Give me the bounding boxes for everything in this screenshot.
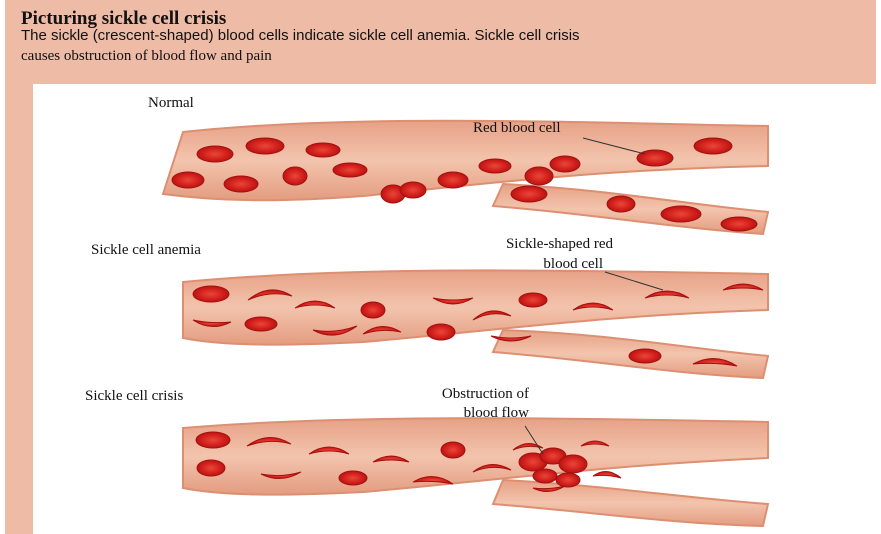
callout-anemia-line-2: blood cell [463, 255, 603, 273]
red-blood-cell [525, 167, 553, 185]
sickle-cell [593, 471, 621, 478]
crisis-vessel [183, 418, 768, 526]
crisis-vessel-branch [493, 480, 768, 526]
red-blood-cell [441, 442, 465, 458]
panel-label-anemia: Sickle cell anemia [91, 241, 201, 259]
red-blood-cell [245, 317, 277, 331]
clot-cell [559, 455, 587, 473]
callout-normal-line-1: Red blood cell [473, 119, 560, 137]
red-blood-cell [333, 163, 367, 177]
red-blood-cell [438, 172, 468, 188]
red-blood-cell [339, 471, 367, 485]
red-blood-cell [637, 150, 673, 166]
red-blood-cell [694, 138, 732, 154]
red-blood-cell [172, 172, 204, 188]
red-blood-cell [400, 182, 426, 198]
red-blood-cell [246, 138, 284, 154]
illustration-panel: Normal Sickle cell anemia Sickle cell cr… [33, 84, 876, 534]
red-blood-cell [193, 286, 229, 302]
crisis-vessel-main [183, 418, 768, 494]
blood-vessel-illustration [33, 84, 876, 534]
figure-description-line-1: The sickle (crescent-shaped) blood cells… [21, 26, 861, 46]
red-blood-cell [479, 159, 511, 173]
red-blood-cell [661, 206, 701, 222]
figure-frame: Picturing sickle cell crisis The sickle … [5, 0, 876, 534]
clot-cell [556, 473, 580, 487]
red-blood-cell [306, 143, 340, 157]
callout-anemia-line-1: Sickle-shaped red [463, 235, 613, 253]
callout-crisis-line-1: Obstruction of [403, 385, 529, 403]
red-blood-cell [427, 324, 455, 340]
red-blood-cell [196, 432, 230, 448]
figure-description-line-2: causes obstruction of blood flow and pai… [21, 46, 861, 66]
red-blood-cell [224, 176, 258, 192]
callout-crisis-line-2: blood flow [403, 404, 529, 422]
red-blood-cell [197, 146, 233, 162]
red-blood-cell [721, 217, 757, 231]
panel-label-normal: Normal [148, 94, 194, 112]
red-blood-cell [607, 196, 635, 212]
red-blood-cell [283, 167, 307, 185]
red-blood-cell [197, 460, 225, 476]
clot-cell [533, 469, 557, 483]
red-blood-cell [511, 186, 547, 202]
anemia-vessel-main [183, 270, 768, 344]
panel-label-crisis: Sickle cell crisis [85, 387, 183, 405]
red-blood-cell [629, 349, 661, 363]
red-blood-cell [550, 156, 580, 172]
red-blood-cell [361, 302, 385, 318]
red-blood-cell [519, 293, 547, 307]
